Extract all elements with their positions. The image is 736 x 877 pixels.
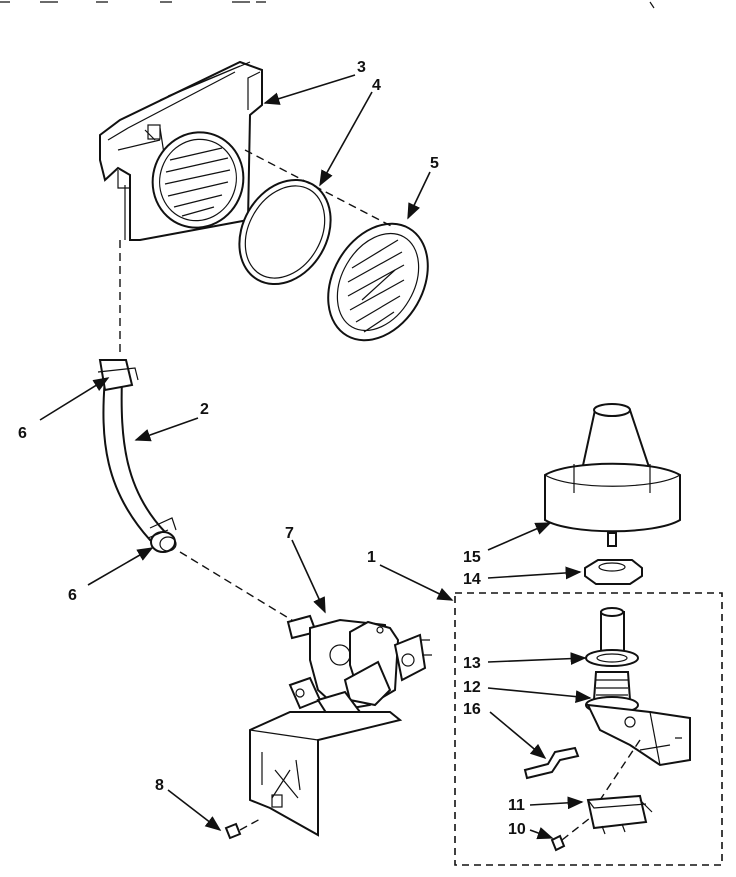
callout-7: 7 <box>285 525 294 542</box>
callout-6-lower: 6 <box>68 587 77 604</box>
callout-1: 1 <box>367 549 376 566</box>
callout-14: 14 <box>463 571 481 588</box>
callout-11: 11 <box>508 797 525 814</box>
top-edge-fragments <box>0 1 655 9</box>
callout-12: 12 <box>463 679 481 696</box>
float-part <box>544 403 681 547</box>
switch-lever-part <box>523 746 580 780</box>
callout-16: 16 <box>463 701 481 718</box>
vent-grille-part <box>327 222 429 342</box>
switch-bracket-part <box>586 703 691 801</box>
callout-2: 2 <box>200 401 209 418</box>
callout-13: 13 <box>463 655 481 672</box>
switch-screw-part <box>550 817 591 852</box>
water-valve-part <box>286 614 432 724</box>
callout-6-upper: 6 <box>18 425 27 442</box>
fill-hose-part <box>97 359 177 553</box>
assembly-line-valve <box>179 551 296 623</box>
bracket-screw-part <box>224 817 263 840</box>
callout-15: 15 <box>463 549 481 566</box>
leader-lines <box>39 74 592 840</box>
callout-3: 3 <box>357 59 366 76</box>
float-stem-part <box>585 607 639 714</box>
vent-housing-part <box>99 60 263 241</box>
callout-labels: 3 4 5 6 2 6 7 1 15 14 13 12 16 8 11 10 <box>18 59 526 838</box>
callout-5: 5 <box>430 155 439 172</box>
callout-4: 4 <box>372 77 381 94</box>
assembly-line-vent <box>244 149 396 229</box>
float-switch-assembly-box <box>454 592 723 866</box>
micro-switch-part <box>586 794 653 835</box>
callout-10: 10 <box>508 821 526 838</box>
gasket-ring-part <box>238 178 332 286</box>
callout-8: 8 <box>155 777 164 794</box>
float-nut-part <box>584 559 643 585</box>
valve-bracket-part <box>249 711 403 837</box>
